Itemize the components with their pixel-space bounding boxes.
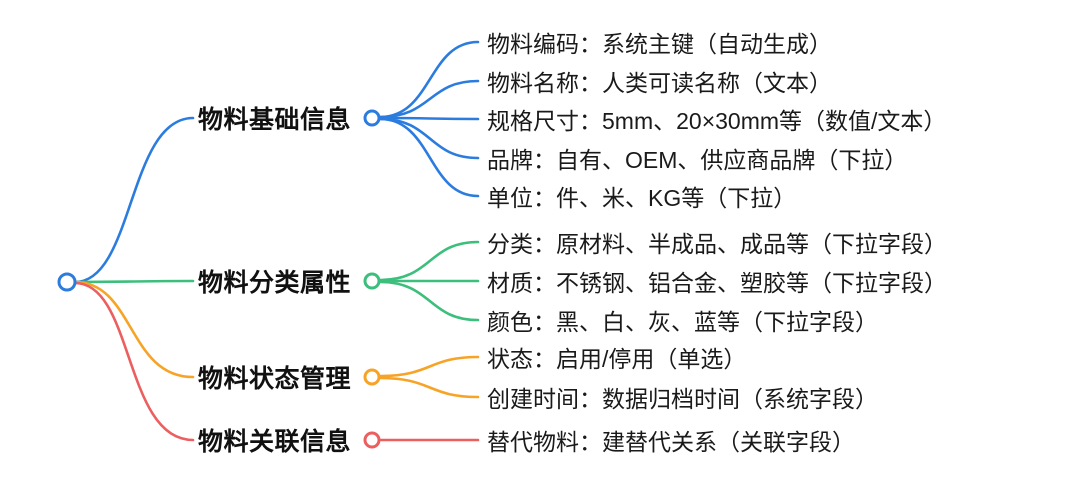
edge-root-to-classification <box>73 279 195 284</box>
leaf-brand[interactable]: 品牌：自有、OEM、供应商品牌（下拉） <box>487 147 908 173</box>
leaf-create-time[interactable]: 创建时间：数据归档时间（系统字段） <box>487 386 878 412</box>
edge-status-leaf-0 <box>378 355 480 378</box>
root-node-circle[interactable] <box>57 272 77 292</box>
branch-label-basic-info[interactable]: 物料基础信息 <box>198 106 352 134</box>
branch-label-status-management[interactable]: 物料状态管理 <box>198 365 352 393</box>
leaf-spec-size[interactable]: 规格尺寸：5mm、20×30mm等（数值/文本） <box>487 108 947 134</box>
edge-root-to-relation-info <box>73 281 195 442</box>
edge-basic-info-leaf-3 <box>378 117 480 160</box>
branch-classification-circle[interactable] <box>363 272 381 290</box>
leaf-material-name[interactable]: 物料名称：人类可读名称（文本） <box>487 70 832 96</box>
edge-classification-leaf-0 <box>378 240 480 282</box>
leaf-status[interactable]: 状态：启用/停用（单选） <box>487 346 747 372</box>
leaf-material-code[interactable]: 物料编码：系统主键（自动生成） <box>487 31 832 57</box>
edge-basic-info-leaf-4 <box>378 117 480 198</box>
leaf-material-quality[interactable]: 材质：不锈钢、铝合金、塑胶等（下拉字段） <box>487 270 947 296</box>
edge-basic-info-leaf-2 <box>378 116 480 121</box>
leaf-unit[interactable]: 单位：件、米、KG等（下拉） <box>487 185 797 211</box>
leaf-color[interactable]: 颜色：黑、白、灰、蓝等（下拉字段） <box>487 309 878 335</box>
edge-basic-info-leaf-1 <box>378 79 480 119</box>
leaf-category[interactable]: 分类：原材料、半成品、成品等（下拉字段） <box>487 231 947 257</box>
leaf-substitute-material[interactable]: 替代物料：建替代关系（关联字段） <box>487 429 855 455</box>
branch-label-classification[interactable]: 物料分类属性 <box>198 269 352 297</box>
edge-basic-info-leaf-0 <box>378 40 480 119</box>
branch-relation-info-circle[interactable] <box>363 431 381 449</box>
edge-status-leaf-1 <box>378 376 480 399</box>
branch-status-management-circle[interactable] <box>363 368 381 386</box>
branch-label-relation-info[interactable]: 物料关联信息 <box>198 428 352 456</box>
edge-root-to-basic-info <box>73 116 195 284</box>
branch-basic-info-circle[interactable] <box>363 109 381 127</box>
edge-classification-leaf-2 <box>378 280 480 322</box>
edge-root-to-status-management <box>73 280 195 379</box>
